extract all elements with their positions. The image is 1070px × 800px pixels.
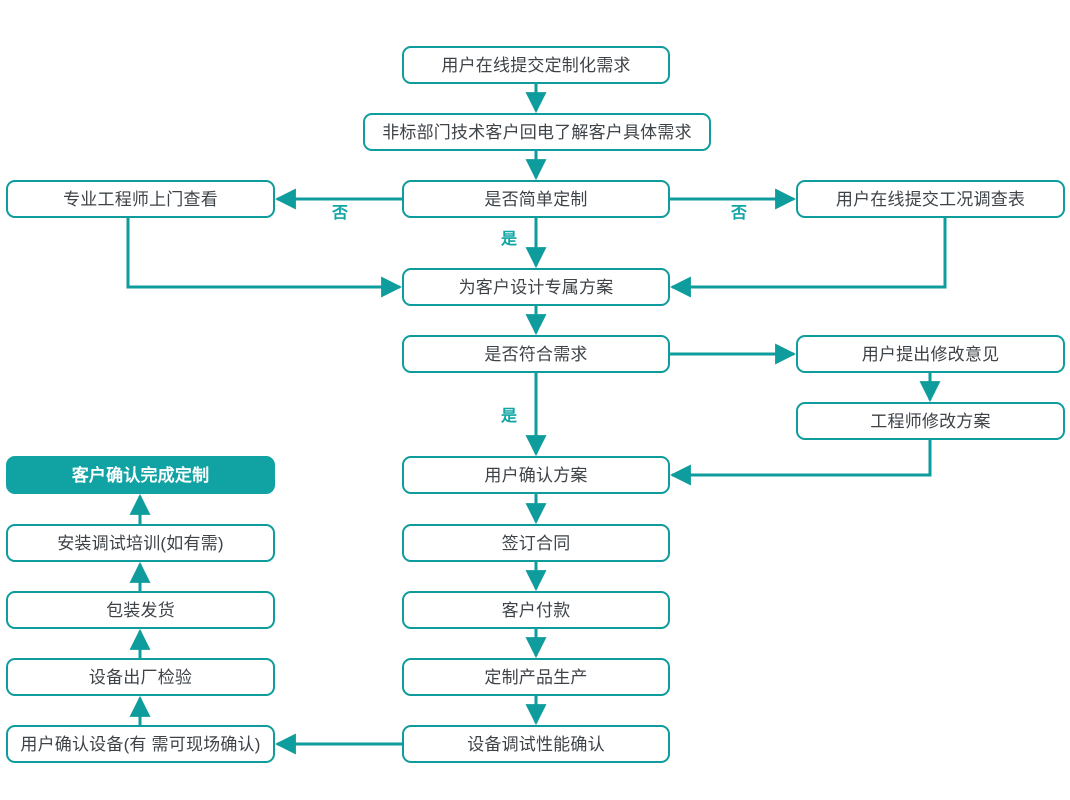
node-equipment-commissioning-confirm[interactable]: 设备调试性能确认 <box>402 725 670 763</box>
node-user-submit-condition-survey[interactable]: 用户在线提交工况调查表 <box>796 180 1065 218</box>
node-design-dedicated-solution[interactable]: 为客户设计专属方案 <box>402 268 670 306</box>
node-sign-contract[interactable]: 签订合同 <box>402 524 670 562</box>
node-installation-training[interactable]: 安装调试培训(如有需) <box>6 524 275 562</box>
node-packing-shipment[interactable]: 包装发货 <box>6 591 275 629</box>
node-user-confirm-equipment[interactable]: 用户确认设备(有 需可现场确认) <box>6 725 275 763</box>
node-user-raise-revision-comments[interactable]: 用户提出修改意见 <box>796 335 1065 373</box>
node-factory-inspection[interactable]: 设备出厂检验 <box>6 658 275 696</box>
edge-n5-n6 <box>669 218 947 298</box>
node-customer-confirm-completion[interactable]: 客户确认完成定制 <box>6 456 275 494</box>
edge-label-no-right: 否 <box>731 205 748 222</box>
node-decision-meets-requirements[interactable]: 是否符合需求 <box>402 335 670 373</box>
node-decision-is-simple-customization[interactable]: 是否简单定制 <box>402 180 670 218</box>
node-engineer-revise-solution[interactable]: 工程师修改方案 <box>796 402 1065 440</box>
edge-label-no-left: 否 <box>332 205 349 222</box>
edge-label-yes-upper: 是 <box>501 231 518 248</box>
node-customer-payment[interactable]: 客户付款 <box>402 591 670 629</box>
edge-label-yes-lower: 是 <box>501 408 518 425</box>
node-user-confirm-solution[interactable]: 用户确认方案 <box>402 456 670 494</box>
node-nonstandard-dept-callback[interactable]: 非标部门技术客户回电了解客户具体需求 <box>363 113 711 151</box>
node-user-submit-custom-request[interactable]: 用户在线提交定制化需求 <box>402 46 670 84</box>
node-custom-product-manufacturing[interactable]: 定制产品生产 <box>402 658 670 696</box>
node-engineer-onsite-inspection[interactable]: 专业工程师上门查看 <box>6 180 275 218</box>
edge-n9-n10 <box>669 440 932 486</box>
edge-n4-n6 <box>126 218 403 298</box>
